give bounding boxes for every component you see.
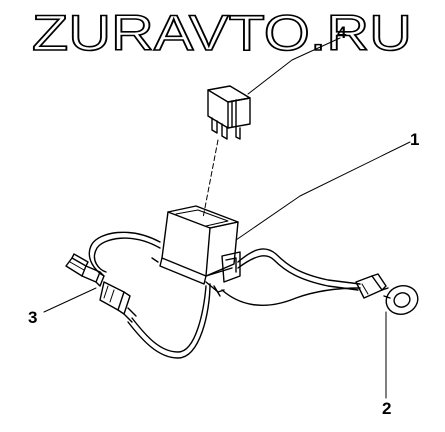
leader-line-4 [247, 37, 341, 95]
connector-icon [65, 253, 137, 323]
watermark-logo: ZURAVTO.RU [31, 4, 413, 62]
callout-number-2: 2 [382, 399, 392, 418]
ring-terminal-icon [355, 273, 419, 315]
watermark-text: ZURAVTO.RU [32, 5, 412, 61]
fuse-holder-icon [151, 205, 241, 297]
callout-number-4: 4 [337, 23, 347, 42]
fuse-icon [207, 85, 251, 140]
callout-number-3: 3 [28, 308, 38, 327]
leader-line-1 [235, 141, 411, 241]
leader-line-3 [43, 287, 97, 313]
callout-number-1: 1 [410, 130, 420, 149]
